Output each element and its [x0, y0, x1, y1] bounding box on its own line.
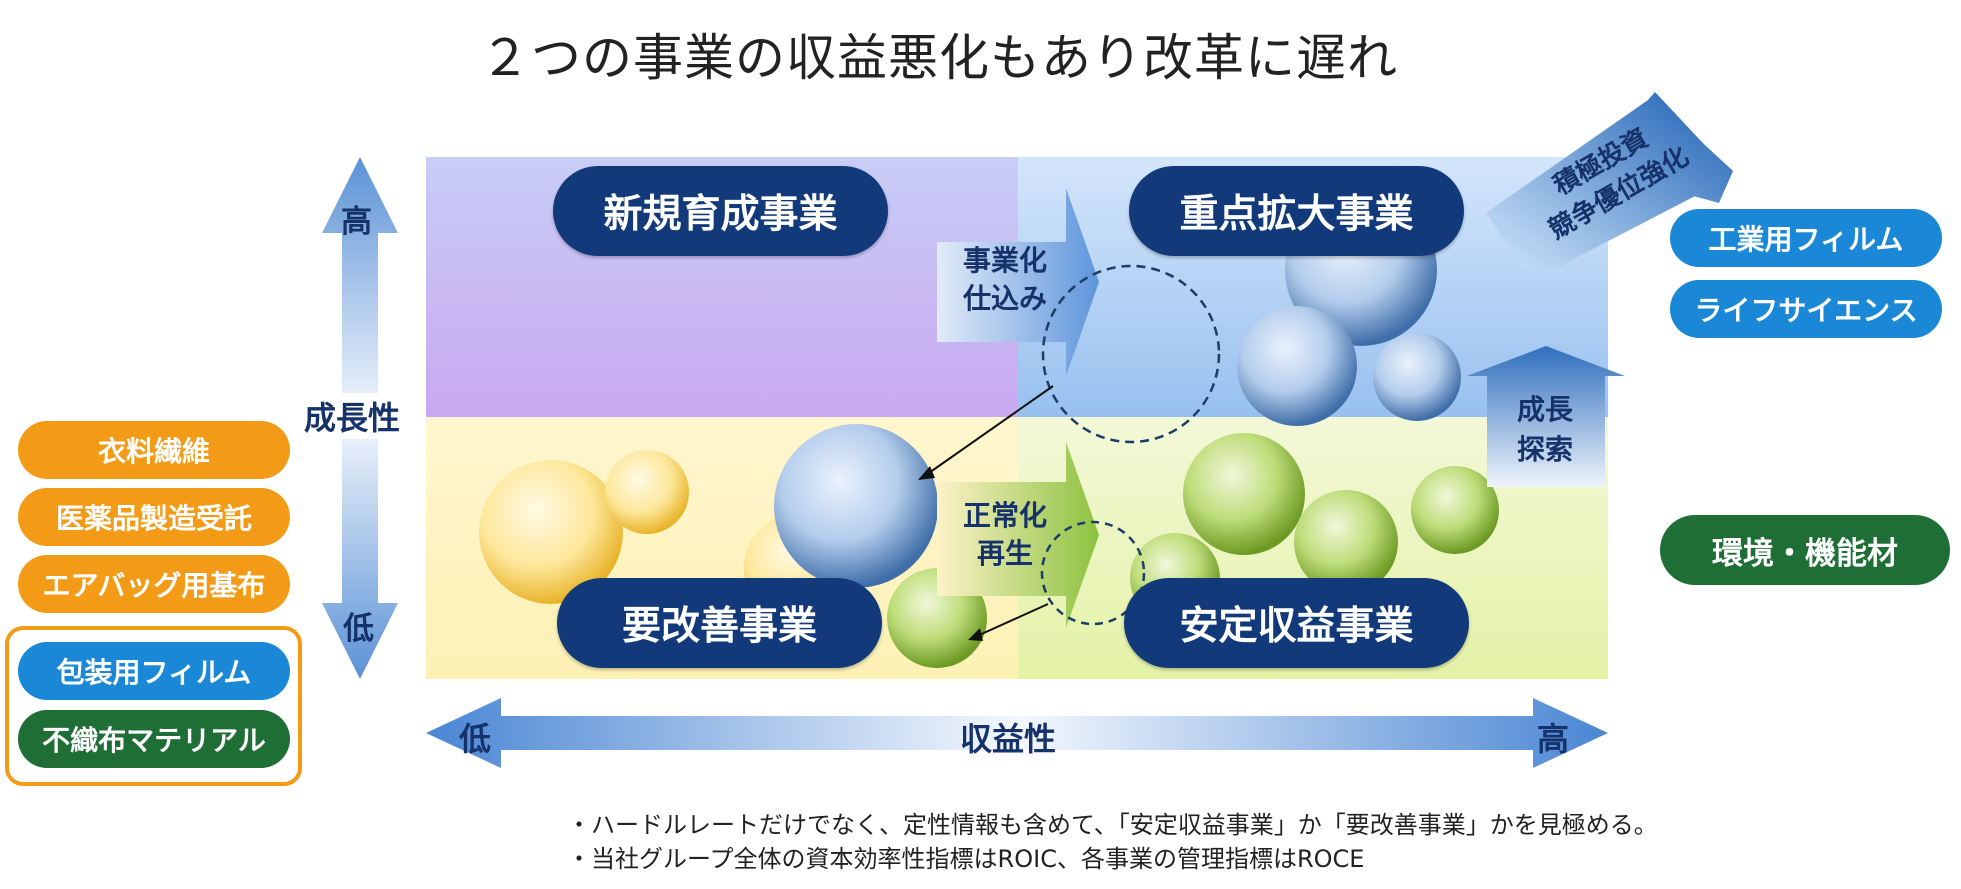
commercialize-arrow: [937, 188, 1099, 376]
y-low-label: 低: [343, 611, 374, 647]
normalize-line2: 再生: [976, 537, 1033, 570]
commercialize-line1: 事業化: [962, 244, 1047, 277]
growth-search-label: 成長 探索: [1495, 390, 1595, 470]
quadrant-title-priority: 重点拡大事業: [1129, 166, 1464, 256]
x-axis-label: 収益性: [960, 720, 1057, 758]
quadrant-title-improve: 要改善事業: [557, 578, 882, 668]
x-low-label: 低: [459, 720, 492, 758]
normalize-line1: 正常化: [962, 499, 1047, 532]
business-packaging-film: 包装用フィルム: [18, 642, 290, 700]
x-high-label: 高: [1537, 720, 1570, 758]
normalize-arrow: [937, 442, 1099, 628]
business-industrial-film: 工業用フィルム: [1670, 209, 1942, 267]
business-life-science: ライフサイエンス: [1670, 280, 1942, 338]
y-axis-label: 成長性: [304, 393, 401, 439]
page-title: ２つの事業の収益悪化もあり改革に遅れ: [480, 29, 1398, 87]
boxed-group: [5, 626, 302, 786]
growth-search-line2: 探索: [1516, 433, 1573, 466]
quadrant-title-new: 新規育成事業: [553, 166, 888, 256]
business-pharma-contract: 医薬品製造受託: [18, 488, 290, 546]
growth-search-line1: 成長: [1516, 393, 1573, 426]
business-airbag-fabric: エアバッグ用基布: [18, 555, 290, 613]
business-nonwoven: 不織布マテリアル: [18, 710, 290, 768]
business-apparel-fiber: 衣料繊維: [18, 421, 290, 479]
growth-search-arrow: [1467, 346, 1625, 487]
business-environment-materials: 環境・機能材: [1660, 515, 1950, 585]
normalize-label: 正常化 再生: [950, 497, 1060, 573]
quadrant-title-stable: 安定収益事業: [1124, 578, 1469, 668]
commercialize-line2: 仕込み: [962, 282, 1047, 315]
y-high-label: 高: [341, 204, 372, 240]
note-2: ・当社グループ全体の資本効率性指標はROIC、各事業の管理指標はROCE: [567, 845, 1365, 873]
profit-axis-arrow: [426, 698, 1608, 768]
note-1: ・ハードルレートだけでなく、定性情報も含めて、「安定収益事業」か「要改善事業」か…: [567, 811, 1658, 839]
commercialize-label: 事業化 仕込み: [950, 242, 1060, 318]
